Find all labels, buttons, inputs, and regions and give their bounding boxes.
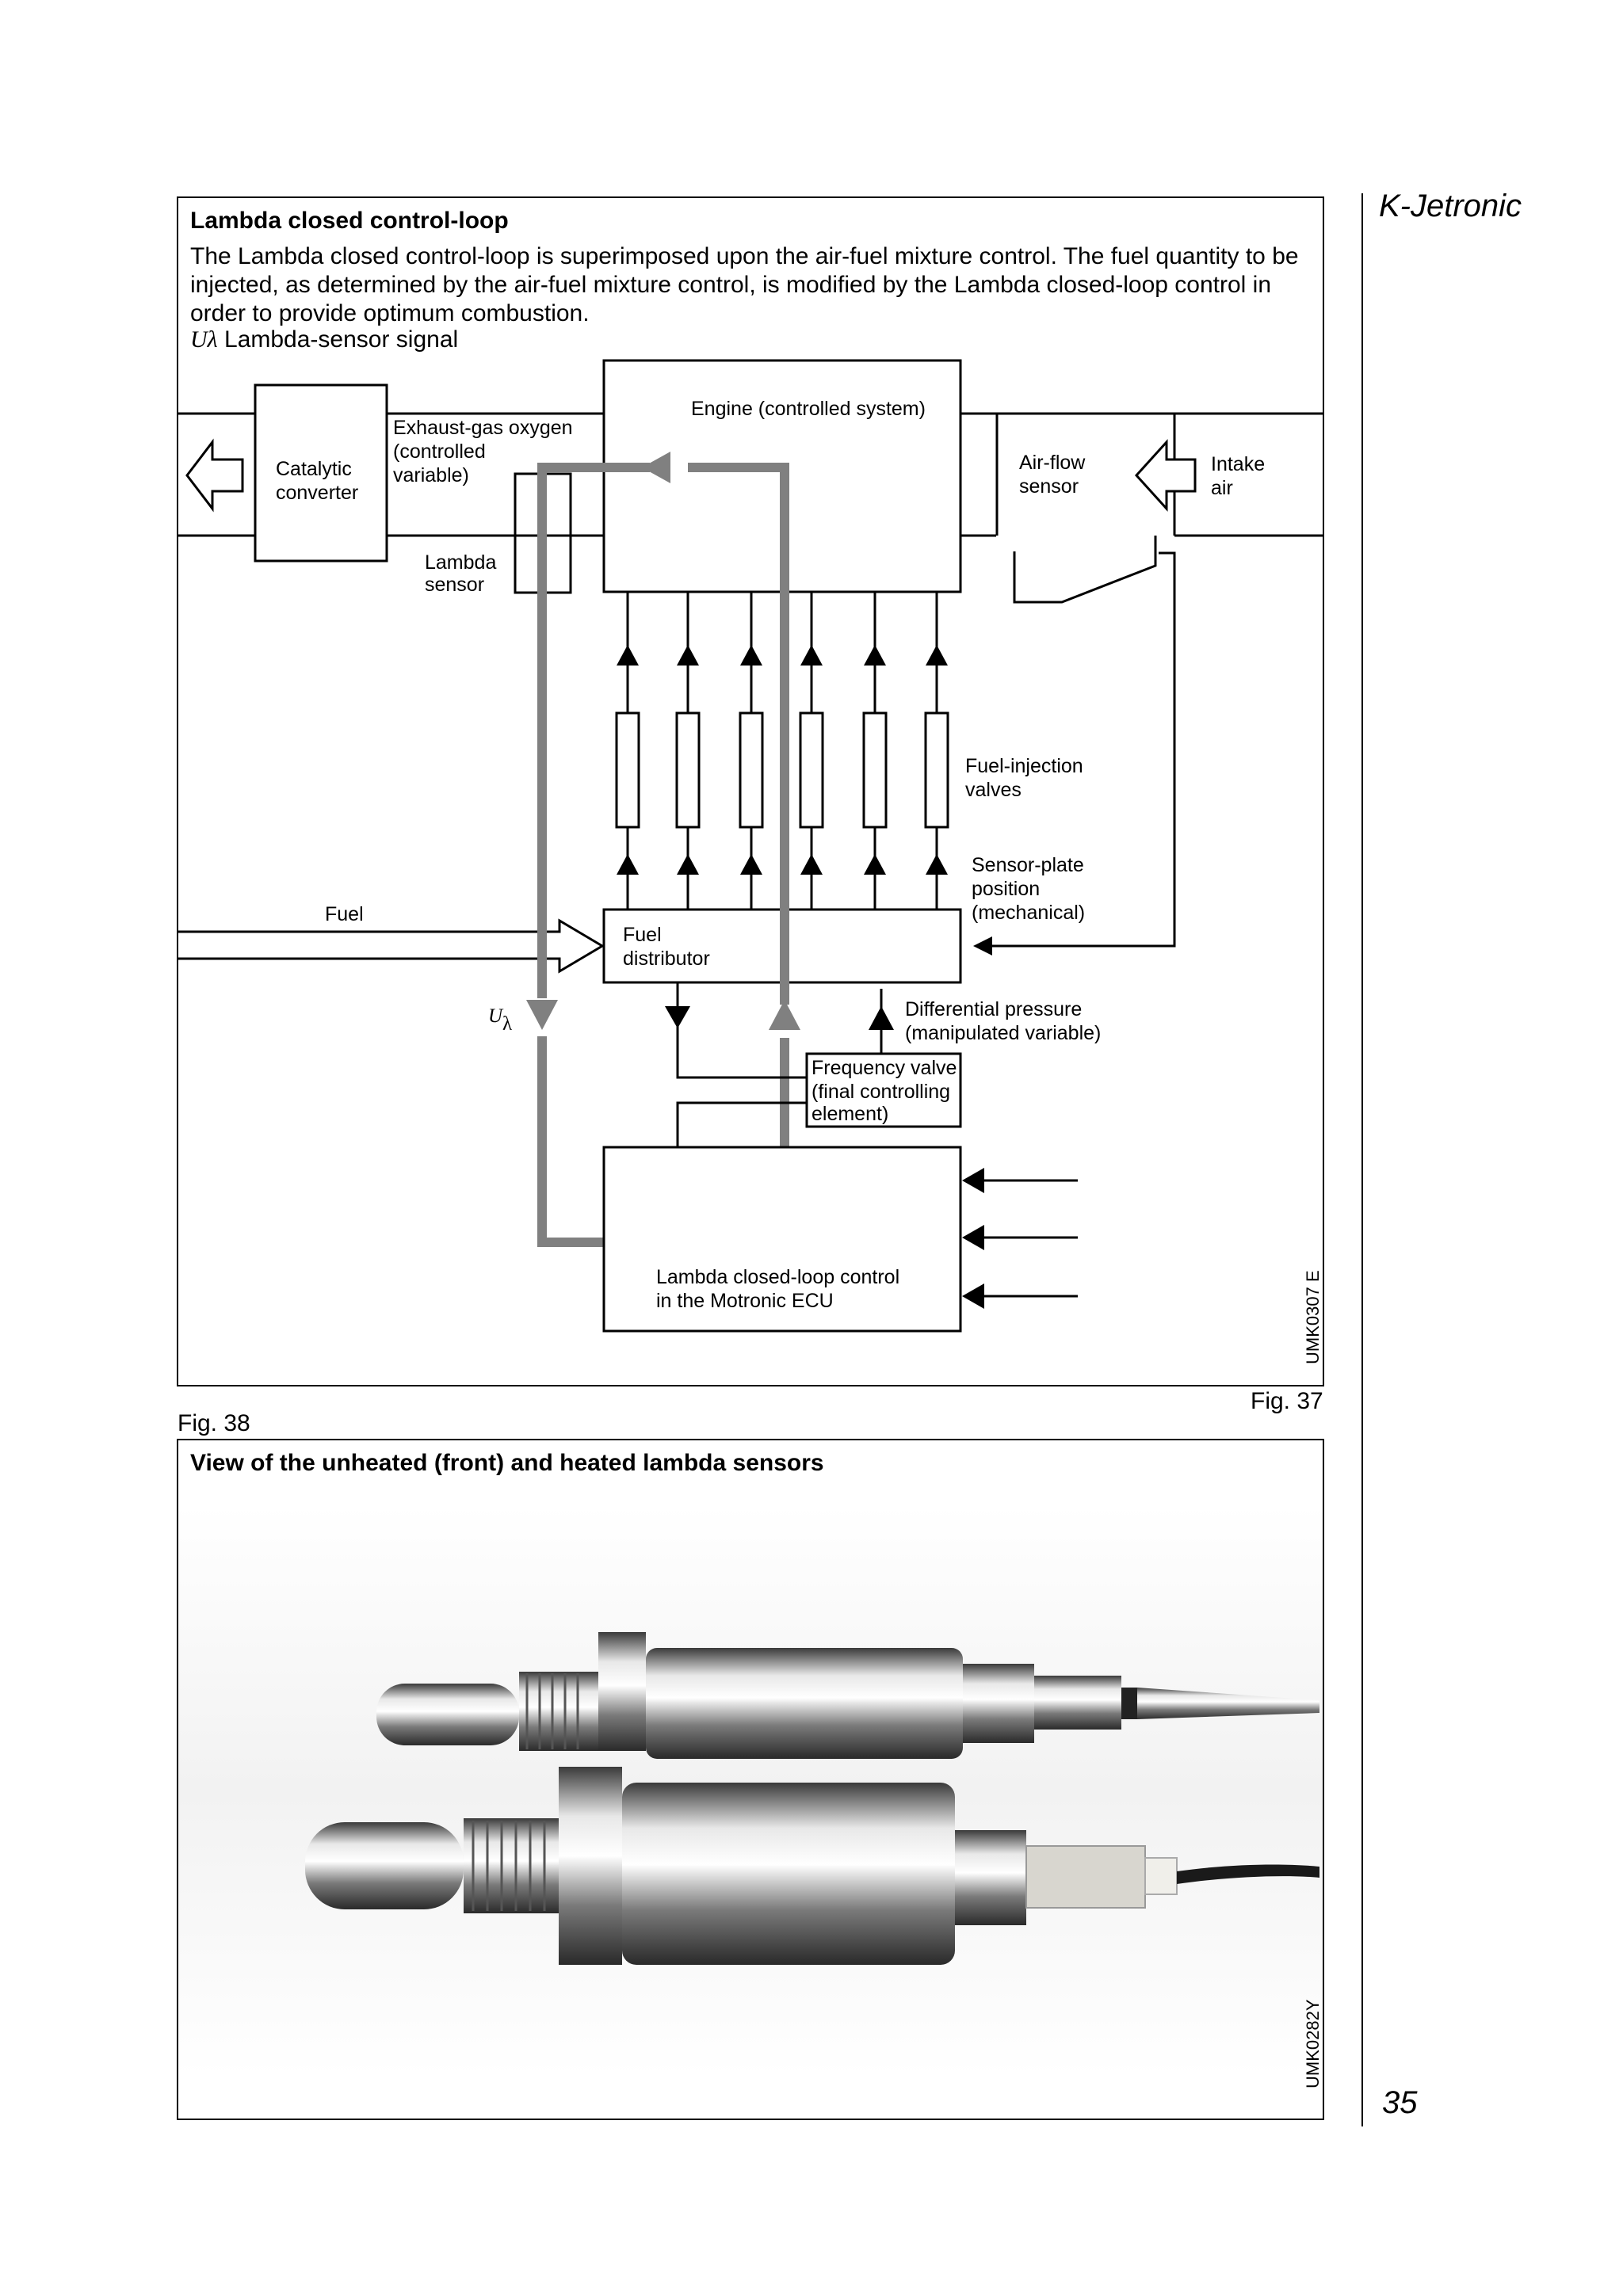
lambda-label-2: sensor [425, 574, 484, 596]
fig37-frame [177, 196, 1324, 1386]
sensorplate-label-1: Sensor-plate [972, 854, 1084, 876]
freq-label-3: element) [812, 1103, 888, 1125]
sensorplate-label-3: (mechanical) [972, 902, 1085, 924]
diffpress-up-arrow [869, 1006, 894, 1030]
catalytic-label-2: converter [276, 482, 358, 504]
distributor-label-2: distributor [623, 948, 710, 970]
exhaust-outflow-arrow [185, 438, 244, 513]
exhaust-label-1: Exhaust-gas oxygen [393, 417, 573, 439]
ecu-input-arrows [983, 1179, 1078, 1298]
fig37-paragraph: The Lambda closed control-loop is superi… [190, 243, 1299, 326]
page-number: 35 [1382, 2085, 1418, 2120]
fig38-label: Fig. 38 [178, 1410, 250, 1436]
distributor-label-1: Fuel [623, 924, 662, 946]
fig37-label: Fig. 37 [1251, 1388, 1323, 1414]
intake-label-2: air [1211, 477, 1233, 499]
fig38-title: View of the unheated (front) and heated … [190, 1450, 824, 1476]
lambda-ecu-box [602, 1146, 962, 1333]
legend-symbol: Uλ [190, 326, 218, 353]
fig37-code: UMK0307 E [1303, 1270, 1323, 1364]
unheated-lambda-sensor [305, 1767, 1319, 1965]
lambda-label-1: Lambda [425, 551, 496, 574]
ecu-to-freq-valve [676, 1101, 807, 1147]
intake-label-1: Intake [1211, 453, 1265, 475]
sensor-plate-linkage [973, 551, 1176, 955]
ecu-label-2: in the Motronic ECU [656, 1290, 834, 1312]
exhaust-label-2: (controlled [393, 441, 486, 463]
fuel-label: Fuel [325, 903, 364, 925]
catalytic-label-1: Catalytic [276, 458, 352, 480]
fig37-legend: Uλ Lambda-sensor signal [190, 326, 458, 353]
section-title: K-Jetronic [1379, 189, 1522, 223]
catalytic-converter-box [254, 383, 388, 563]
airflow-label-2: sensor [1019, 475, 1079, 498]
legend-text: Lambda-sensor signal [224, 326, 459, 353]
fuel-inflow-arrow [178, 918, 605, 974]
sidebar-divider [1361, 193, 1363, 2126]
fig38-code: UMK0282Y [1303, 1999, 1323, 2088]
diffpress-label-2: (manipulated variable) [905, 1022, 1101, 1044]
heated-lambda-sensor [376, 1632, 1319, 1759]
injection-label-2: valves [965, 779, 1022, 801]
engine-label: Engine (controlled system) [691, 398, 926, 420]
freq-label-1: Frequency valve [812, 1057, 957, 1079]
lambda-sensors-photo [178, 1505, 1323, 2076]
airflow-label-1: Air-flow [1019, 452, 1086, 474]
freq-label-2: (final controlling [812, 1081, 950, 1103]
diffpress-label-1: Differential pressure [905, 998, 1082, 1020]
fig37-title: Lambda closed control-loop [190, 208, 509, 234]
injection-arrowheads [617, 645, 948, 875]
frequency-valve-box [805, 1052, 962, 1128]
air-flow-sensor-plate [1013, 536, 1157, 604]
injection-label-1: Fuel-injection [965, 755, 1083, 777]
u-lambda-sub: λ [502, 1013, 512, 1035]
ecu-label-1: Lambda closed-loop control [656, 1266, 899, 1288]
sensorplate-label-2: position [972, 878, 1040, 900]
distributor-down-arrow [665, 1006, 690, 1028]
exhaust-pipe [178, 412, 604, 537]
u-lambda-label: U [488, 1005, 504, 1027]
intake-pipe [960, 412, 1323, 537]
intake-air-arrow [1134, 439, 1197, 512]
exhaust-label-3: variable) [393, 464, 469, 486]
fig38-frame [177, 1439, 1324, 2120]
